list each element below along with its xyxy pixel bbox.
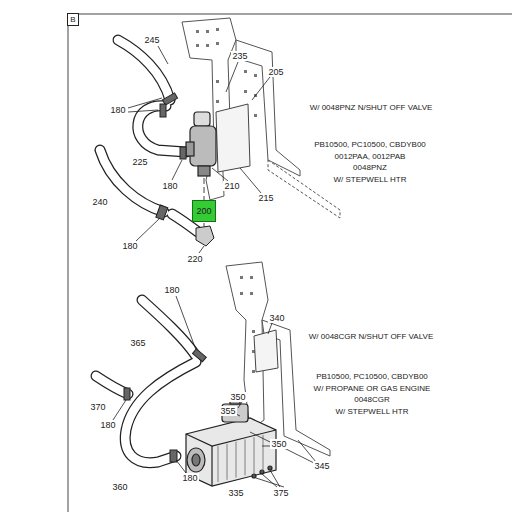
stepwell-heater [186,396,276,486]
callout-number: 180 [109,105,126,116]
elbow-fitting [196,226,214,246]
leader-lines [113,46,316,487]
note-text: W/ 0048PNZ N/SHUT OFF VALVE [310,102,433,114]
callout-number: 370 [89,402,106,413]
callout-number: 225 [131,157,148,168]
callout-number: 335 [227,488,244,499]
fin-stroke [236,442,237,478]
callout-number: 350 [229,392,246,403]
fin-stroke [245,439,246,475]
node-text: B [70,15,75,24]
mounting-plate [182,18,340,218]
callout-number: 375 [272,488,289,499]
callout-number: 340 [268,313,285,324]
fin-stroke [218,446,219,482]
callout-number: 180 [121,241,138,252]
callout-number: 210 [223,181,240,192]
callout-number: 365 [129,338,146,349]
callout-number: 355 [219,406,236,417]
callout-number: 350 [270,439,287,450]
shutoff-valve [186,112,216,176]
highlighted-callout-box: 200 [192,200,216,222]
fin-stroke [263,435,264,471]
hose-fill [100,40,198,232]
note-text: W/ 0048CGR N/SHUT OFF VALVE [309,331,433,343]
node-text: 200 [196,206,211,216]
fin-stroke [227,444,228,480]
note-text: PB10500, PC10500, CBDYB00 0012PAA, 0012P… [314,139,426,185]
callout-number: 205 [267,67,284,78]
callout-number: 180 [161,181,178,192]
callout-number: 240 [91,197,108,208]
hose-outline [100,40,198,232]
note-text: PB10500, PC10500, CBDYB00 W/ PROPANE OR … [314,371,431,417]
valve-bracket [254,330,278,372]
frame-border [68,14,512,512]
hose-clamp [124,349,206,462]
callout-number: 235 [231,51,248,62]
hose-clamp [156,93,186,220]
valve-bracket [216,104,250,172]
fin-stroke [254,437,255,473]
callout-number: 180 [181,473,198,484]
section-letter-box: B [67,13,79,26]
callout-number: 215 [257,193,274,204]
callout-number: 220 [186,254,203,265]
callout-number: 180 [163,285,180,296]
callout-number: 345 [313,461,330,472]
callout-number: 180 [99,420,116,431]
hose-fill [96,300,196,463]
hose-outline [96,300,196,463]
callout-number: 360 [111,482,128,493]
heater-fins [218,435,263,482]
callout-number: 245 [143,35,160,46]
